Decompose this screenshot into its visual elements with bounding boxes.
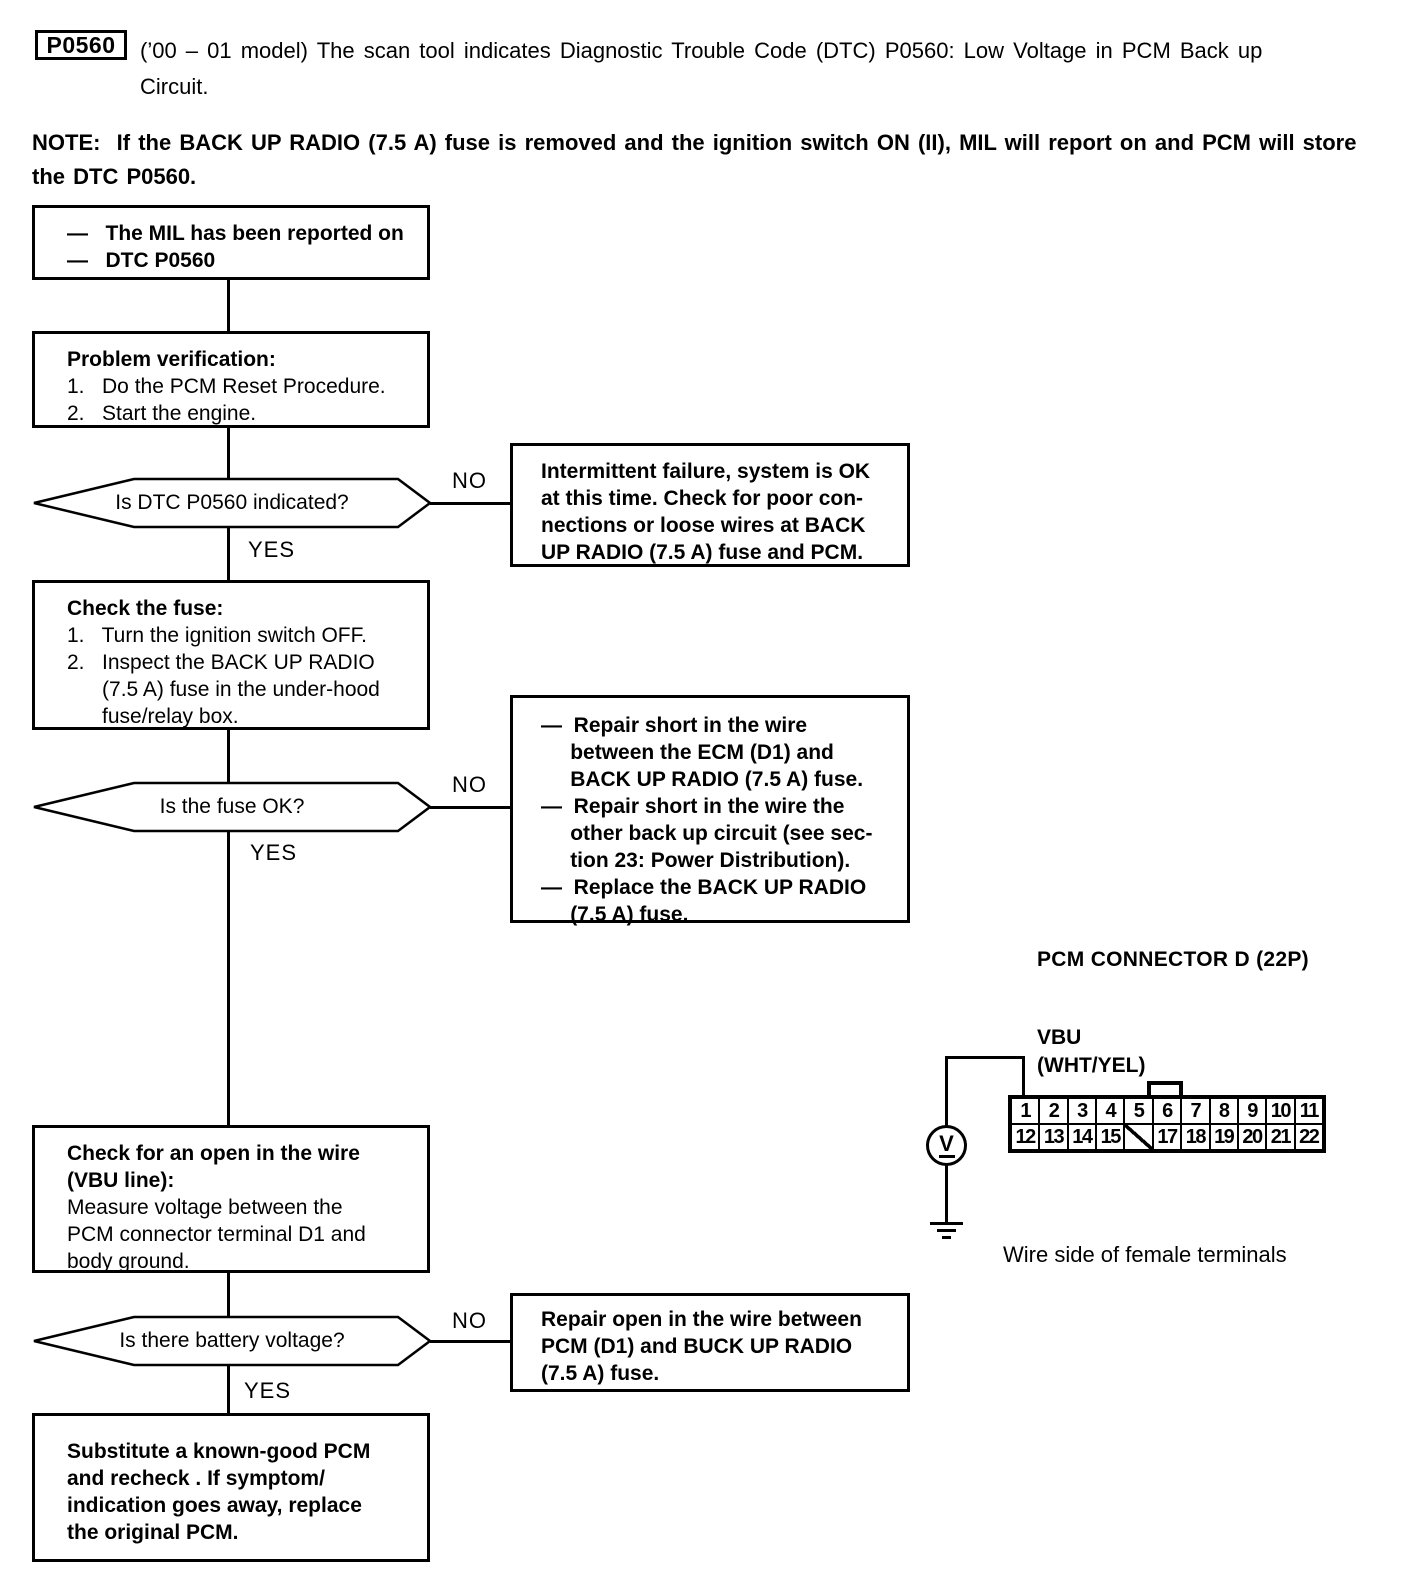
flow-connector-line [227, 528, 230, 581]
connector-pin: 10 [1265, 1099, 1293, 1123]
check-open-wire-body: Measure voltage between the PCM connecto… [67, 1196, 366, 1273]
decision-question: Is DTC P0560 indicated? [115, 491, 349, 514]
decision-question: Is there battery voltage? [119, 1329, 345, 1352]
wire-segment [945, 1056, 948, 1126]
problem-verification-title: Problem verification: [67, 348, 276, 371]
decision-question: Is the fuse OK? [159, 795, 305, 818]
connector-pin: 7 [1180, 1099, 1208, 1123]
substitute-pcm-box: Substitute a known-good PCM and recheck … [32, 1413, 430, 1562]
repair-short-box: — Repair short in the wire between the E… [510, 695, 910, 926]
connector-pin: 5 [1123, 1099, 1151, 1123]
connector-pin: 21 [1265, 1125, 1293, 1149]
connector-pin: 22 [1293, 1125, 1322, 1149]
flow-connector-line [430, 502, 510, 505]
wire-segment [945, 1165, 948, 1223]
no-label: NO [452, 772, 487, 797]
no-label: NO [452, 468, 487, 493]
vbu-wire-label: VBU (WHT/YEL) [1037, 1026, 1146, 1077]
flow-connector-line [227, 730, 230, 783]
start-box: — The MIL has been reported on — DTC P05… [32, 205, 430, 280]
wire-segment [945, 1056, 1025, 1059]
pcm-connector-title: PCM CONNECTOR D (22P) [1037, 948, 1309, 971]
connector-tab [1147, 1081, 1183, 1097]
connector-pin: 20 [1236, 1125, 1265, 1149]
yes-label: YES [248, 537, 296, 562]
check-open-wire-title: Check for an open in the wire (VBU line)… [67, 1142, 360, 1192]
problem-verification-box: Problem verification: 1. Do the PCM Rese… [32, 331, 430, 428]
repair-short-text: — Repair short in the wire between the E… [541, 714, 873, 926]
connector-pin: 4 [1095, 1099, 1123, 1123]
wire-segment [1022, 1058, 1025, 1095]
flow-connector-line [430, 1340, 510, 1343]
connector-pin: 9 [1236, 1099, 1265, 1123]
start-box-text: — The MIL has been reported on — DTC P05… [67, 222, 404, 272]
connector-pin: 17 [1151, 1125, 1180, 1149]
yes-label: YES [244, 1378, 292, 1403]
connector-pin: 14 [1066, 1125, 1095, 1149]
repair-open-box: Repair open in the wire between PCM (D1)… [510, 1293, 910, 1392]
decision-hexagon-shape [33, 781, 432, 833]
voltmeter-underline [938, 1154, 955, 1158]
connector-pin: 3 [1066, 1099, 1095, 1123]
voltmeter-symbol: V [939, 1130, 954, 1156]
repair-open-text: Repair open in the wire between PCM (D1)… [541, 1308, 862, 1385]
connector-pin: 12 [1015, 1125, 1037, 1148]
connector-pin: 1 [1020, 1099, 1031, 1122]
flow-connector-line [227, 1366, 230, 1414]
decision-fuse-ok: Is the fuse OK? [32, 781, 432, 833]
connector-pin [1123, 1125, 1152, 1149]
check-fuse-items: 1. Turn the ignition switch OFF. 2. Insp… [67, 624, 380, 728]
dtc-code-badge: P0560 [35, 30, 127, 60]
connector-pin: 8 [1208, 1099, 1237, 1123]
decision-hexagon-shape [33, 477, 432, 529]
yes-label: YES [250, 840, 298, 865]
intermittent-failure-text: Intermittent failure, system is OK at th… [541, 460, 871, 564]
substitute-pcm-text: Substitute a known-good PCM and recheck … [67, 1440, 371, 1544]
check-fuse-title: Check the fuse: [67, 597, 224, 620]
connector-caption: Wire side of female terminals [1003, 1242, 1287, 1267]
flow-connector-line [227, 428, 230, 479]
dtc-description: (’00 – 01 model) The scan tool indicates… [140, 38, 1263, 99]
connector-pin: 6 [1151, 1099, 1180, 1123]
decision-battery-voltage: Is there battery voltage? [32, 1315, 432, 1367]
decision-hexagon-shape [33, 1315, 432, 1367]
flow-connector-line [227, 832, 230, 1126]
connector-pin: 11 [1293, 1099, 1322, 1123]
check-fuse-box: Check the fuse: 1. Turn the ignition swi… [32, 580, 430, 730]
problem-verification-items: 1. Do the PCM Reset Procedure. 2. Start … [67, 375, 386, 425]
flow-connector-line [227, 1272, 230, 1317]
connector-pin: 15 [1095, 1125, 1123, 1149]
connector-pin: 18 [1180, 1125, 1208, 1149]
connector-pin: 13 [1038, 1125, 1066, 1149]
check-open-wire-box: Check for an open in the wire (VBU line)… [32, 1125, 430, 1273]
note-text: NOTE: If the BACK UP RADIO (7.5 A) fuse … [32, 130, 1357, 189]
flow-connector-line [227, 280, 230, 332]
no-label: NO [452, 1308, 487, 1333]
decision-dtc-indicated: Is DTC P0560 indicated? [32, 477, 432, 529]
connector-pin: 2 [1038, 1099, 1066, 1123]
intermittent-failure-box: Intermittent failure, system is OK at th… [510, 443, 910, 567]
voltmeter-icon: V [926, 1125, 967, 1166]
connector-pin: 19 [1208, 1125, 1237, 1149]
flow-connector-line [430, 806, 510, 809]
